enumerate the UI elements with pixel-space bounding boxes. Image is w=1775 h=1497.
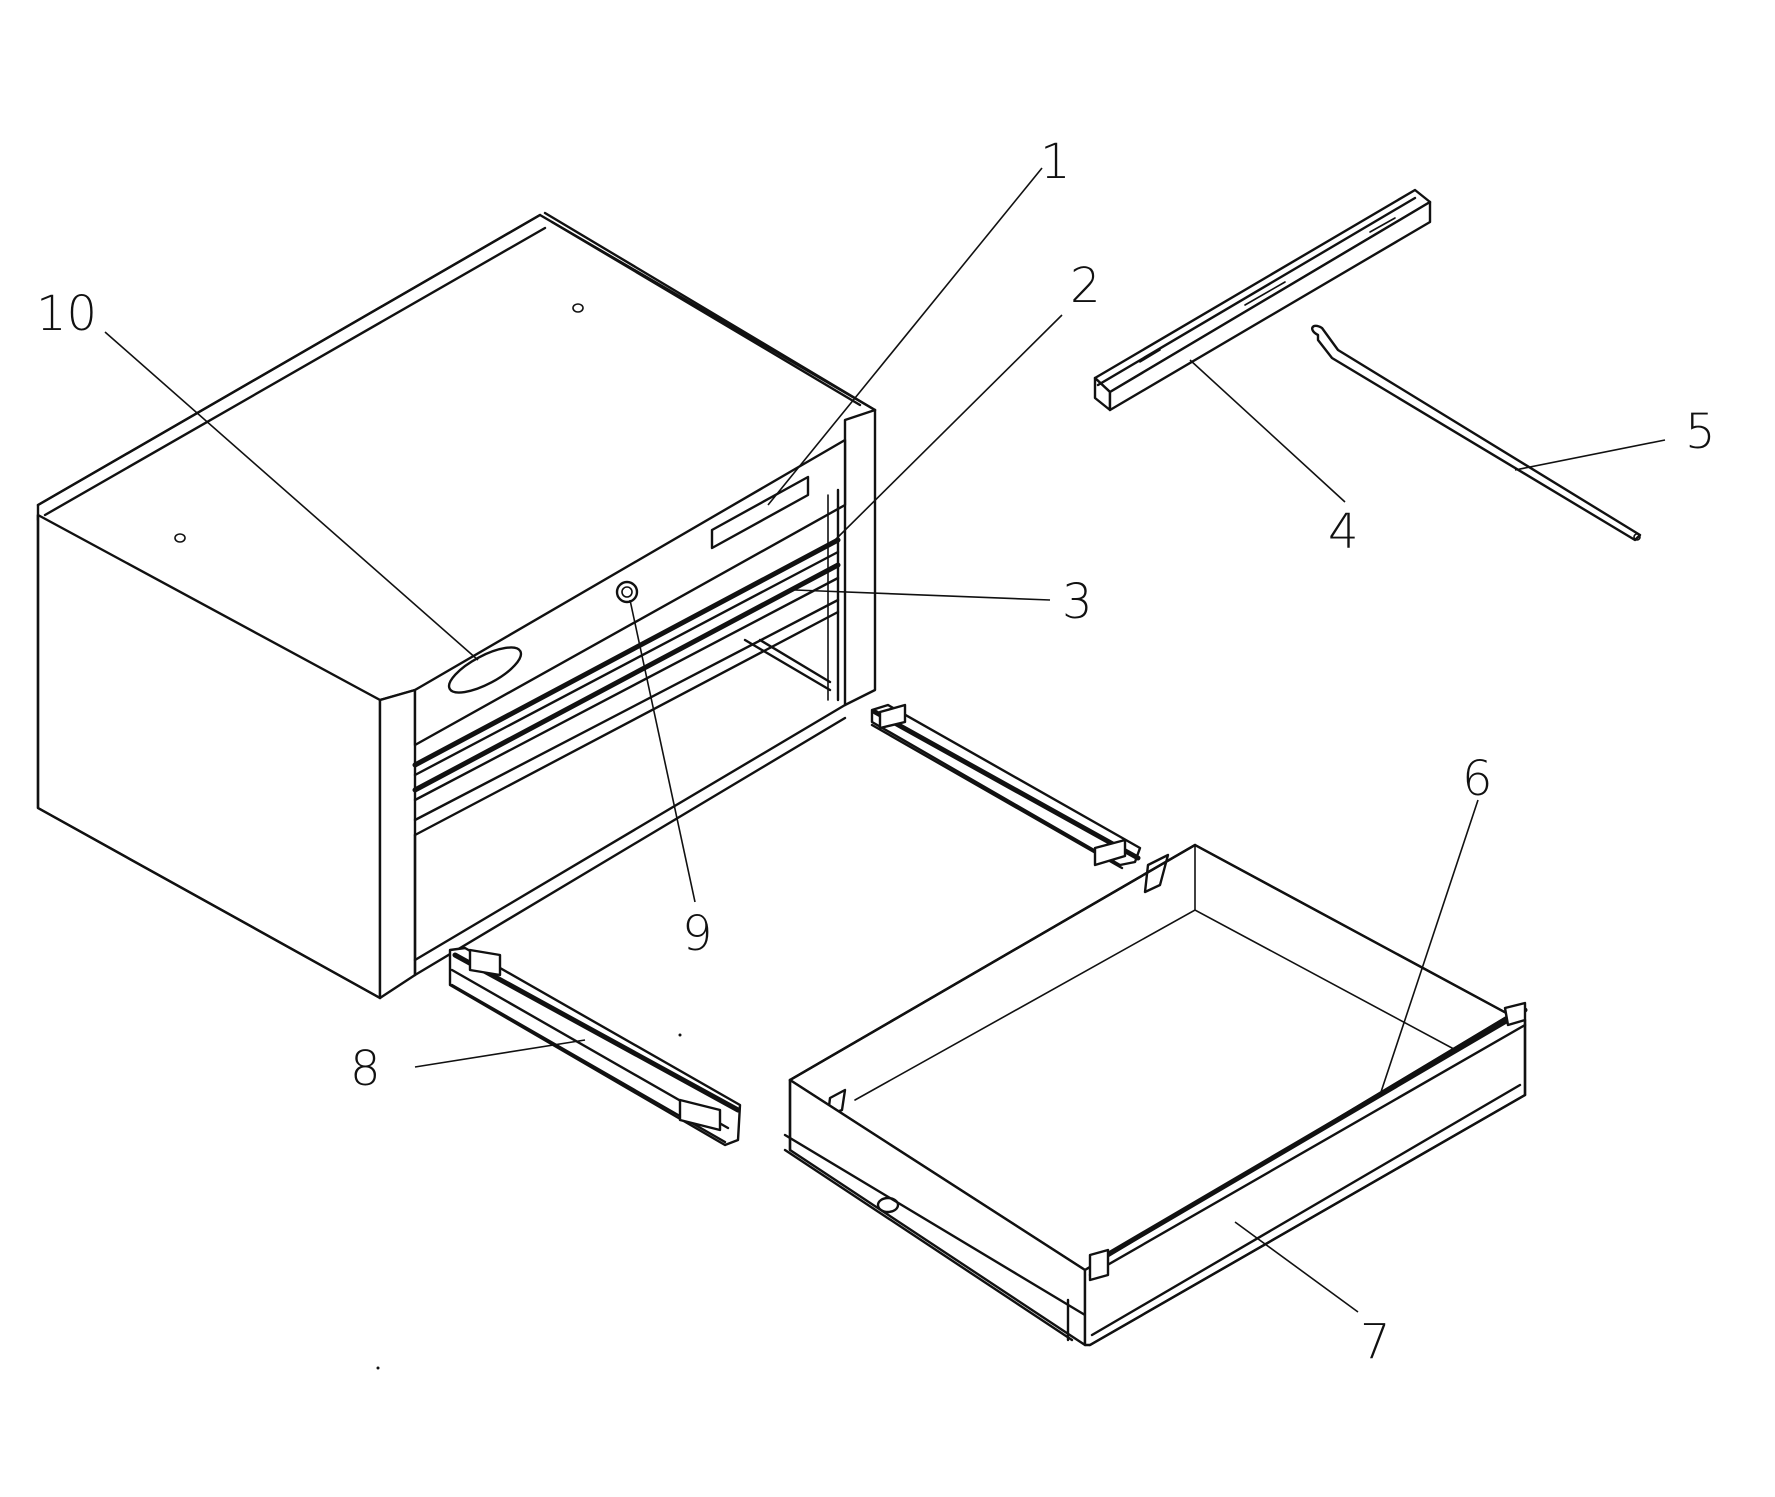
callout-9: 9 [682,906,713,962]
emblem-badge [447,646,523,694]
leader-10 [104,331,479,661]
callout-2: 2 [1070,258,1101,314]
lock-cylinder [615,580,639,604]
callout-4: 4 [1328,504,1359,560]
leader-1 [767,167,1043,506]
callout-10: 10 [36,286,97,342]
drawer [783,843,1528,1347]
leader-2 [829,314,1063,546]
leader-lines [104,167,1666,1313]
callout-7: 7 [1360,1314,1391,1370]
leader-4 [1189,359,1346,503]
drawer-slide-left [448,946,742,1147]
cabinet-front-left-pillar [378,688,417,1000]
drawer-rail-upper [412,537,841,837]
drawer-member-slide [1088,1001,1528,1282]
support-bracket [1093,188,1432,412]
callout-6: 6 [1462,751,1493,807]
leader-6 [1379,799,1479,1096]
leader-3 [794,589,1051,601]
drawer-slide-right [870,703,1142,870]
callout-1: 1 [1040,134,1071,190]
tool-chest-cabinet [36,211,877,1000]
cabinet-front-right-pillar [843,408,877,707]
callout-8: 8 [350,1041,381,1097]
callout-3: 3 [1062,574,1093,630]
leader-5 [1514,439,1666,471]
callout-labels: 1 2 3 4 5 6 7 8 9 10 [36,134,1716,1370]
leader-7 [1234,1221,1359,1313]
leader-9 [629,599,696,903]
lock-rod [1311,324,1642,542]
leader-8 [414,1039,586,1068]
callout-5: 5 [1685,404,1716,460]
